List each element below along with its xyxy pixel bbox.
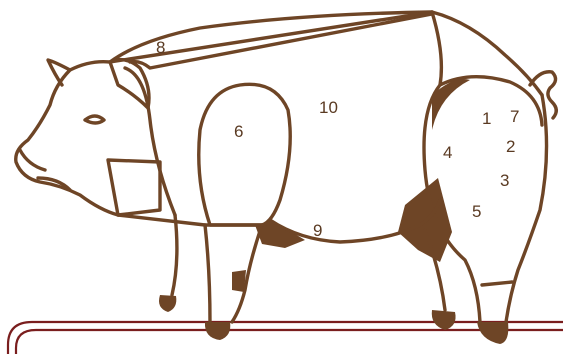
- belly-outline: [268, 198, 442, 244]
- rear-hoof: [431, 310, 456, 330]
- jowl-line: [116, 213, 274, 227]
- rear-inner-leg: [423, 228, 447, 312]
- hind-hoof: [477, 322, 509, 344]
- knee-shadow: [232, 270, 246, 292]
- mouth: [36, 176, 72, 192]
- snout: [18, 148, 47, 172]
- ear-left: [46, 58, 72, 87]
- cut-label-6: 6: [234, 122, 243, 141]
- shoulder-cut-outline: [197, 82, 292, 227]
- cut-label-7: 7: [510, 107, 519, 126]
- ham-back: [504, 93, 549, 324]
- cut-label-3: 3: [500, 171, 509, 190]
- neck-line: [123, 66, 177, 217]
- cut-labels: 1 2 3 4 5 6 7 8 9 10: [156, 38, 519, 240]
- front-hoof-left: [204, 322, 231, 340]
- back-outline: [108, 10, 544, 97]
- hind-leg-outline: [422, 10, 482, 324]
- hock-line: [480, 280, 514, 287]
- tail: [528, 70, 558, 120]
- ear: [108, 57, 151, 110]
- cut-label-2: 2: [506, 137, 515, 156]
- cut-label-8: 8: [156, 38, 165, 57]
- front-hoof-back: [159, 295, 177, 312]
- front-leg-back: [170, 213, 179, 297]
- cut-8-lower: [128, 12, 434, 70]
- head-outline: [14, 59, 120, 217]
- eye: [83, 114, 106, 125]
- front-leg-right: [230, 223, 264, 324]
- cut-label-5: 5: [472, 202, 481, 221]
- front-leg-outline: [203, 223, 212, 324]
- jowl-square: [106, 158, 162, 217]
- rail-lines: [6, 320, 563, 354]
- front-leg-shadow: [255, 222, 305, 248]
- pig-outline: [14, 10, 558, 324]
- cut-label-9: 9: [313, 221, 322, 240]
- cut-label-10: 10: [319, 98, 338, 117]
- cut-8-band: [108, 10, 434, 64]
- rail-line-outer: [6, 320, 563, 354]
- rump-shadow: [432, 79, 470, 130]
- rail-line-inner: [14, 328, 563, 354]
- ham-front-curve: [438, 74, 544, 127]
- cut-label-4: 4: [443, 143, 452, 162]
- cut-label-1: 1: [482, 109, 491, 128]
